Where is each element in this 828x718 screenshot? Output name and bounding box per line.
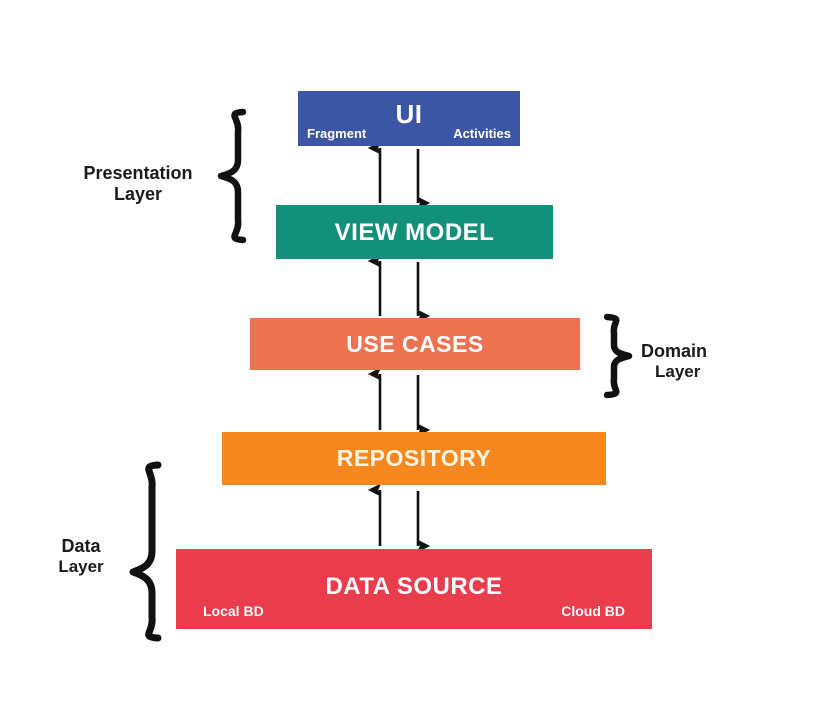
connector-usecases-repository — [367, 367, 431, 437]
layer-sublabel-fragment: Fragment — [307, 126, 367, 141]
layer-box-data-source[interactable]: DATA SOURCE Local BD Cloud BD — [176, 549, 652, 629]
layer-sublabel-activities: Activities — [453, 126, 511, 141]
group-label-domain-layer: Domain Layer — [641, 341, 761, 381]
layer-title-view-model: VIEW MODEL — [334, 219, 495, 246]
group-label-data-line2: Layer — [58, 556, 104, 576]
layer-title-repository: REPOSITORY — [336, 445, 492, 471]
group-label-domain-line2: Layer — [655, 361, 701, 381]
layer-title-data-source: DATA SOURCE — [325, 573, 503, 600]
group-label-presentation-line2: Layer — [113, 183, 163, 204]
layer-box-ui[interactable]: UI Fragment Activities — [298, 91, 520, 146]
layer-sublabel-cloud-bd: Cloud BD — [561, 603, 625, 619]
layer-box-repository[interactable]: REPOSITORY — [222, 432, 606, 485]
group-label-presentation-layer: Presentation Layer — [73, 163, 203, 204]
layer-box-view-model[interactable]: VIEW MODEL — [276, 205, 553, 259]
layer-box-use-cases[interactable]: USE CASES — [250, 318, 580, 370]
layer-sublabel-local-bd: Local BD — [203, 603, 264, 619]
connector-repository-datasource — [367, 483, 431, 553]
group-label-data-line1: Data — [61, 536, 101, 556]
layer-title-ui: UI — [395, 99, 423, 129]
group-label-domain-line1: Domain — [641, 341, 708, 361]
brace-data — [129, 461, 162, 642]
brace-domain — [603, 313, 633, 399]
connector-ui-viewmodel — [367, 141, 431, 210]
brace-presentation — [217, 108, 247, 244]
layer-title-use-cases: USE CASES — [346, 331, 484, 357]
group-label-presentation-line1: Presentation — [83, 163, 193, 183]
group-label-data-layer: Data Layer — [44, 536, 118, 576]
connector-viewmodel-usecases — [367, 254, 431, 323]
